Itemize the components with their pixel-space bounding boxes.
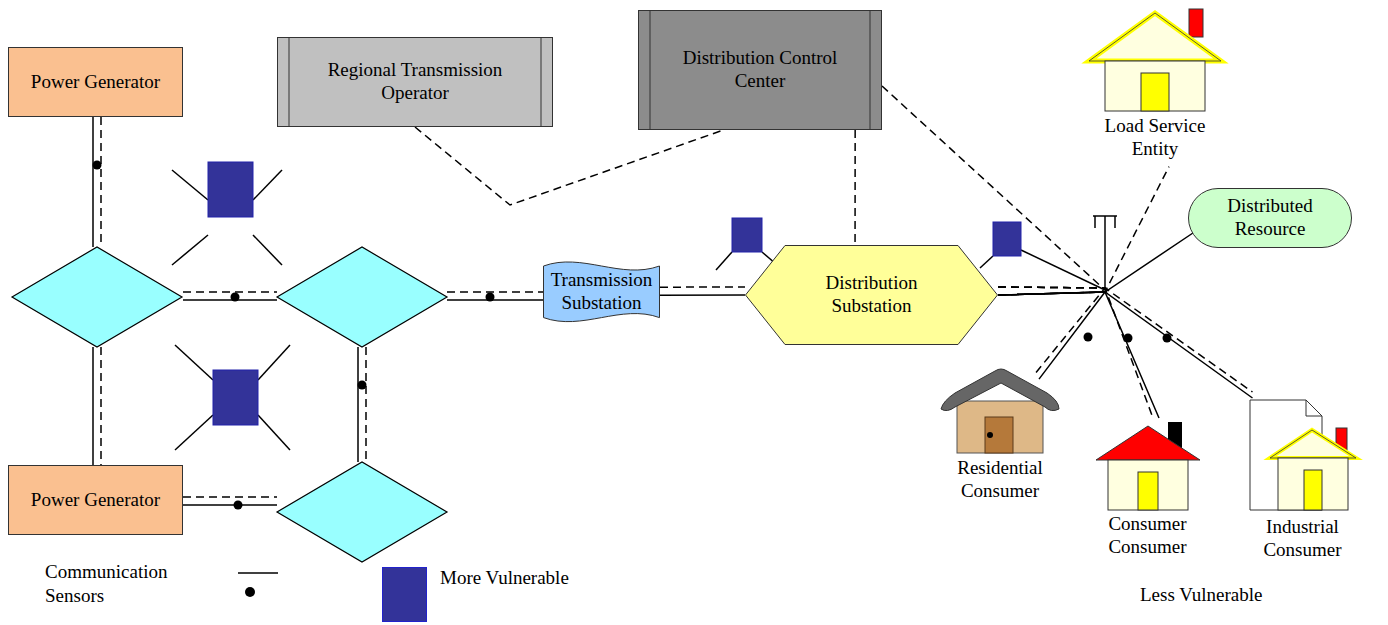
connector [998,287,1105,379]
resource-pill: Distributed Resource [1188,188,1352,248]
node-label: Regional Transmission Operator [301,59,529,105]
residential-house: Residential Consumer [935,365,1065,507]
legend-line-sample [238,572,278,574]
consumer-house: Consumer Consumer [1090,418,1205,563]
node-label: Distribution Control Center [662,47,858,93]
distribution-substation: Distribution Substation [745,245,998,345]
node-label: Distribution Substation [787,272,956,318]
connector [998,287,1253,398]
node-label: Power Generator [31,71,160,94]
legend-text: Communication Sensors [45,560,185,608]
node-label: Power Generator [31,489,160,512]
load-service-house: Load Service Entity [1085,5,1225,167]
note-label: Less Vulnerable [1140,583,1263,607]
transmission-substation: Transmission Substation [543,258,660,326]
node-label: Load Service Entity [1087,115,1223,161]
node-label: Industrial Consumer [1242,516,1363,562]
industrial-house: Industrial Consumer [1240,398,1365,566]
legend-text: More Vulnerable [440,566,660,590]
generator-box: Power Generator [8,47,183,117]
control-center-box: Distribution Control Center [638,10,882,130]
connector [415,127,723,205]
node-label: Transmission Substation [547,269,656,315]
generator-box: Power Generator [8,465,183,535]
operator-box: Regional Transmission Operator [277,37,553,127]
node-label: Consumer Consumer [1092,513,1203,559]
legend-dot-sample [245,587,255,597]
connector [998,287,1159,418]
connector [998,167,1169,295]
connector [855,130,856,245]
node-label: Distributed Resource [1207,195,1333,241]
connector [660,287,745,295]
node-label: Residential Consumer [937,457,1063,503]
connector [998,233,1193,295]
legend-swatch [382,567,427,622]
